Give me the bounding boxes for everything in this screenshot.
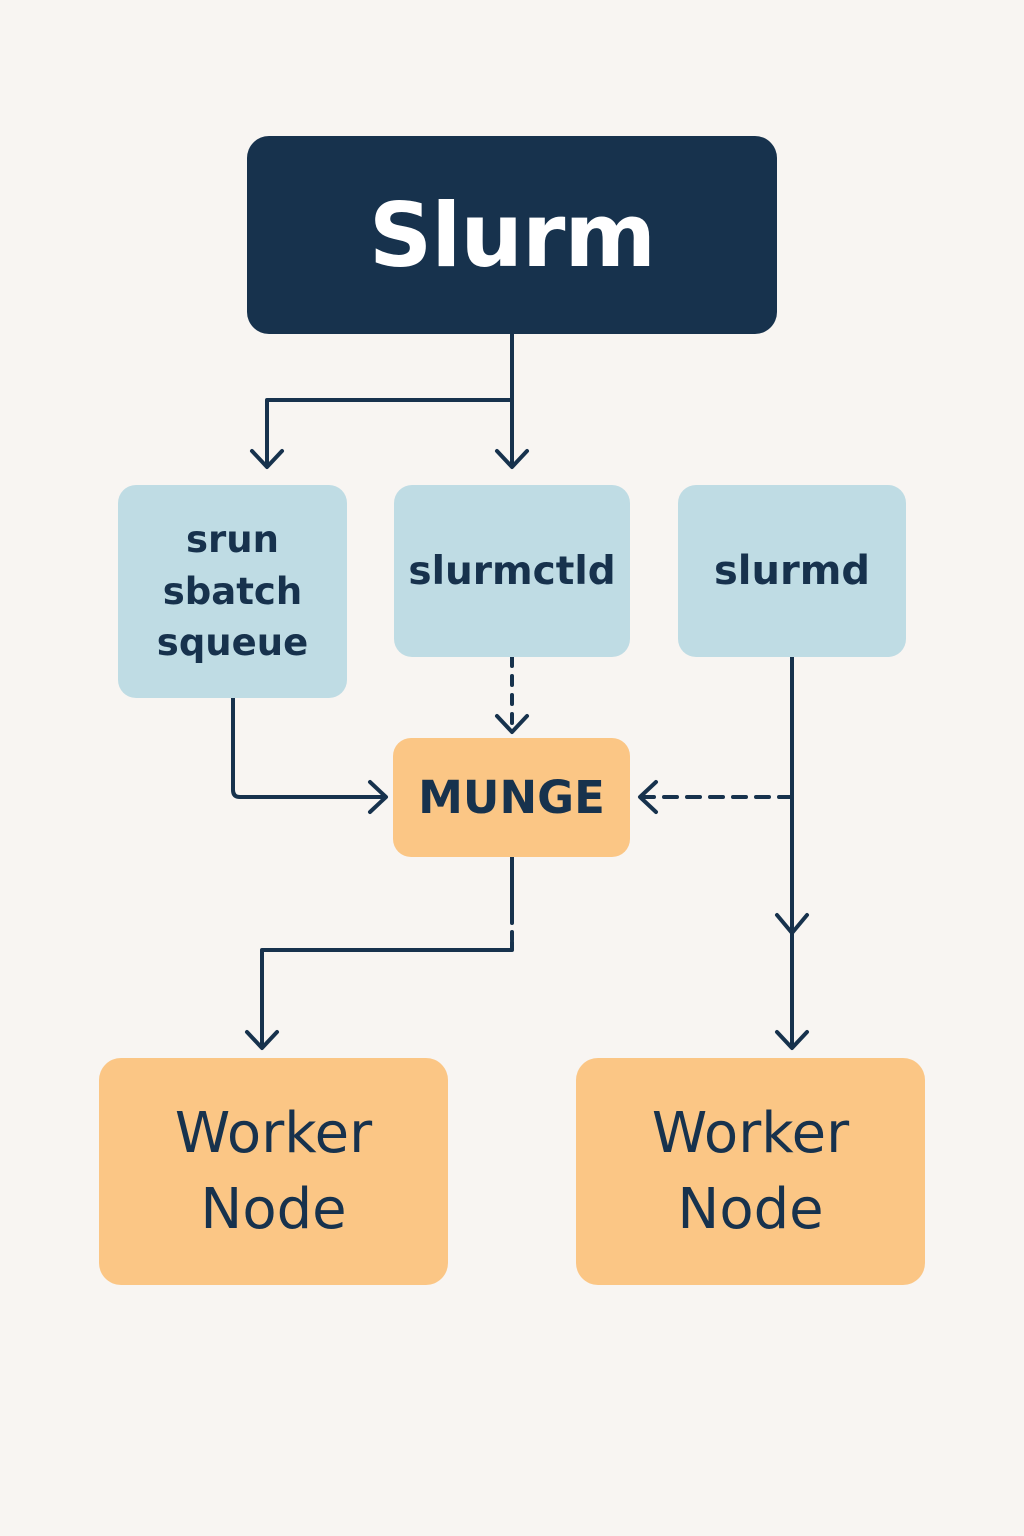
client-commands-box: srun sbatch squeue	[118, 485, 347, 698]
munge-label: MUNGE	[418, 771, 605, 824]
worker-right-line-1: Worker	[651, 1100, 850, 1166]
worker-left-line-1: Worker	[174, 1100, 373, 1166]
munge-box: MUNGE	[393, 738, 630, 857]
munge-to-worker-left-arrowhead	[245, 1030, 279, 1050]
munge-to-worker-left-connector-path	[260, 940, 514, 1048]
slurm-to-commands-connector	[265, 332, 514, 467]
commands-to-munge-arrowhead	[368, 780, 388, 814]
slurmd-label: slurmd	[713, 548, 871, 594]
slurmd-midpoint-arrowhead	[775, 913, 809, 935]
worker-node-right-box: Worker Node	[576, 1058, 925, 1285]
command-srun: srun	[186, 517, 279, 561]
worker-node-left-box: Worker Node	[99, 1058, 448, 1285]
command-squeue: squeue	[156, 621, 309, 665]
slurm-title: Slurm	[368, 183, 656, 287]
commands-to-munge-connector	[231, 696, 386, 799]
slurmctld-label: slurmctld	[408, 548, 616, 594]
slurmd-to-worker-right-arrowhead	[775, 1030, 809, 1050]
slurm-to-slurmctld-arrowhead	[495, 449, 529, 469]
slurmctld-to-munge-arrowhead	[495, 714, 529, 734]
worker-left-line-2: Node	[200, 1176, 347, 1242]
slurm-box: Slurm	[247, 136, 777, 334]
client-commands-stack: srun sbatch squeue	[157, 514, 308, 669]
slurm-to-commands-arrowhead	[250, 449, 284, 469]
slurmctld-box: slurmctld	[394, 485, 630, 657]
slurmd-box: slurmd	[678, 485, 906, 657]
slurmd-to-munge-arrowhead	[638, 780, 658, 814]
worker-right-line-2: Node	[677, 1176, 824, 1242]
command-sbatch: sbatch	[162, 569, 303, 613]
